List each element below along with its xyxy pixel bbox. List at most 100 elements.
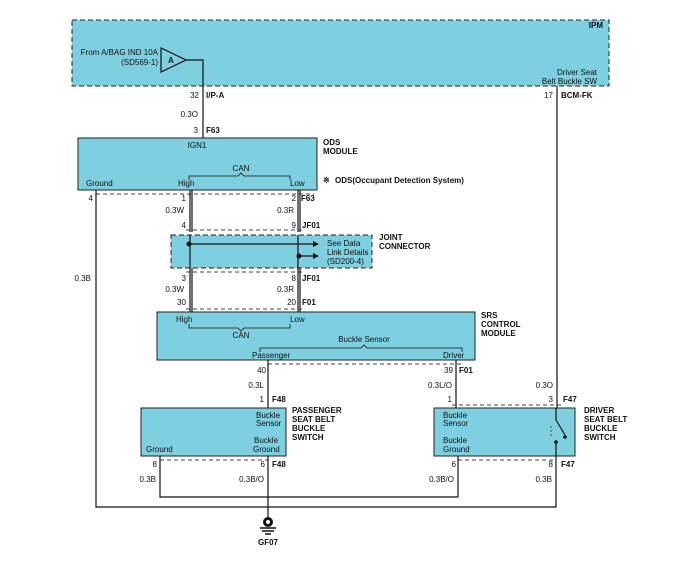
pass-ground: Ground — [146, 445, 173, 454]
ground-point-label: GF07 — [258, 538, 279, 547]
conn-f48-bottom: F48 — [272, 460, 286, 469]
jc-note1: See Data — [327, 239, 361, 248]
jc-title2: CONNECTOR — [379, 242, 431, 251]
srs-can-bracket — [188, 324, 291, 332]
wire-ods-ground — [95, 190, 268, 508]
wire-label-ods-low: 0.3R — [277, 206, 294, 215]
ipm-internal-wire — [186, 59, 204, 86]
wire-label-ipm-ods: 0.3O — [181, 110, 198, 119]
conn-ipm-a: I/P-A — [206, 91, 224, 100]
pass-ground-word: Ground — [253, 445, 280, 454]
wire-drv-ground — [268, 456, 557, 508]
pass-title2: SEAT BELT — [292, 415, 335, 424]
ods-module: IGN1 CAN Ground High Low ODS MODULE ※ OD… — [77, 137, 464, 191]
drv-title3: BUCKLE — [584, 424, 618, 433]
can-pair-lower — [189, 268, 301, 312]
wire-label-ipm-driver: 0.3O — [536, 381, 553, 390]
pin-srs-39: 39 — [444, 366, 453, 375]
wire-drv-buckle-ground — [268, 456, 459, 498]
joint-connector: See Data Link Details (SD200-4) JOINT CO… — [170, 233, 431, 269]
drv-buckle2: Buckle — [443, 436, 468, 445]
drv-sensor: Sensor — [443, 419, 469, 428]
srs-passenger: Passenger — [252, 351, 291, 360]
pin-drv-8: 8 — [549, 460, 554, 469]
pin-pass-1: 1 — [260, 395, 265, 404]
pass-buckle2: Buckle — [254, 436, 279, 445]
drv-buckle1: Buckle — [443, 411, 468, 420]
pin-jc-8: 8 — [292, 274, 297, 283]
wire-label-pass-ground: 0.3B — [140, 475, 156, 484]
pin-ipm-32: 32 — [190, 91, 199, 100]
srs-title2: CONTROL — [481, 320, 521, 329]
ipm-driver-line1: Driver Seat — [557, 68, 598, 77]
conn-f48-top: F48 — [272, 395, 286, 404]
ods-note-mark: ※ — [323, 176, 330, 185]
pin-ods-1: 1 — [182, 194, 187, 203]
conn-f01-top: F01 — [302, 298, 316, 307]
conn-f63-top: F63 — [206, 126, 220, 135]
srs-high: High — [176, 315, 192, 324]
wire-label-ods-high: 0.3W — [165, 206, 184, 215]
wire-label-drv-ground: 0.3B — [536, 475, 552, 484]
srs-driver: Driver — [443, 351, 465, 360]
pin-jc-4: 4 — [182, 221, 187, 230]
conn-f47-top: F47 — [563, 395, 577, 404]
srs-module: High Low CAN Buckle Sensor Passenger Dri… — [156, 311, 521, 361]
wire-label-jc-low: 0.3R — [277, 285, 294, 294]
ods-low: Low — [290, 179, 305, 188]
wire-label-pass-buckle-ground: 0.3B/O — [239, 475, 264, 484]
ipm-box: IPM From A/BAG IND 10A (SD569-1) A Drive… — [71, 19, 610, 87]
wire-label-passenger: 0.3L — [248, 381, 264, 390]
ods-ground: Ground — [86, 179, 113, 188]
ipm-label: IPM — [589, 21, 604, 30]
buckle-switch-symbol — [550, 408, 567, 456]
ods-can: CAN — [233, 164, 250, 173]
passenger-switch: Buckle Sensor Buckle Ground Ground PASSE… — [140, 406, 342, 457]
pin-pass-8: 8 — [153, 460, 158, 469]
conn-bcm-fk: BCM-FK — [561, 91, 593, 100]
conn-jf01-top: JF01 — [302, 221, 321, 230]
wire-label-jc-high: 0.3W — [165, 285, 184, 294]
driver-switch: Buckle Sensor Buckle Ground DRIVER SEAT … — [433, 406, 627, 457]
ipm-driver-line2: Belt Buckle SW — [542, 77, 598, 86]
jc-title1: JOINT — [379, 233, 403, 242]
pin-srs-40: 40 — [257, 366, 266, 375]
drv-ground-word: Ground — [443, 445, 470, 454]
wire-label-ods-ground: 0.3B — [75, 274, 91, 283]
pass-title3: BUCKLE — [292, 424, 326, 433]
jc-note2: Link Details — [327, 248, 368, 257]
drv-title1: DRIVER — [584, 406, 614, 415]
ods-note: ODS(Occupant Detection System) — [335, 176, 464, 185]
conn-f01-bottom: F01 — [459, 366, 473, 375]
wire-pass-ground — [159, 456, 268, 498]
can-pair-upper — [189, 190, 301, 232]
pin-srs-30: 30 — [177, 298, 186, 307]
pin-ods-3: 3 — [194, 126, 199, 135]
pin-jc-9: 9 — [292, 221, 297, 230]
pass-title4: SWITCH — [292, 433, 324, 442]
pin-drv-1: 1 — [448, 395, 453, 404]
pin-ods-4: 4 — [89, 194, 94, 203]
srs-can: CAN — [233, 331, 250, 340]
ods-high: High — [178, 179, 194, 188]
ods-ign1: IGN1 — [188, 141, 207, 150]
ods-title2: MODULE — [323, 147, 358, 156]
ipm-from-line2: (SD569-1) — [121, 58, 158, 67]
ipm-from-line1: From A/BAG IND 10A — [81, 48, 159, 57]
connector-a-triangle — [160, 47, 188, 73]
ground-icon — [260, 517, 276, 535]
pin-ipm-17: 17 — [544, 91, 553, 100]
conn-f63-bottom: F63 — [301, 194, 315, 203]
pass-buckle1: Buckle — [256, 411, 281, 420]
connector-a-letter: A — [168, 56, 174, 65]
srs-low: Low — [290, 315, 305, 324]
ods-title1: ODS — [323, 138, 341, 147]
pin-drv-3: 3 — [549, 395, 554, 404]
jc-note3: (SD200-4) — [327, 257, 364, 266]
wire-label-driver: 0.3L/O — [428, 381, 452, 390]
srs-title1: SRS — [481, 311, 498, 320]
pin-drv-6: 6 — [452, 460, 457, 469]
pin-srs-20: 20 — [287, 298, 296, 307]
srs-buckle-sensor: Buckle Sensor — [338, 335, 390, 344]
